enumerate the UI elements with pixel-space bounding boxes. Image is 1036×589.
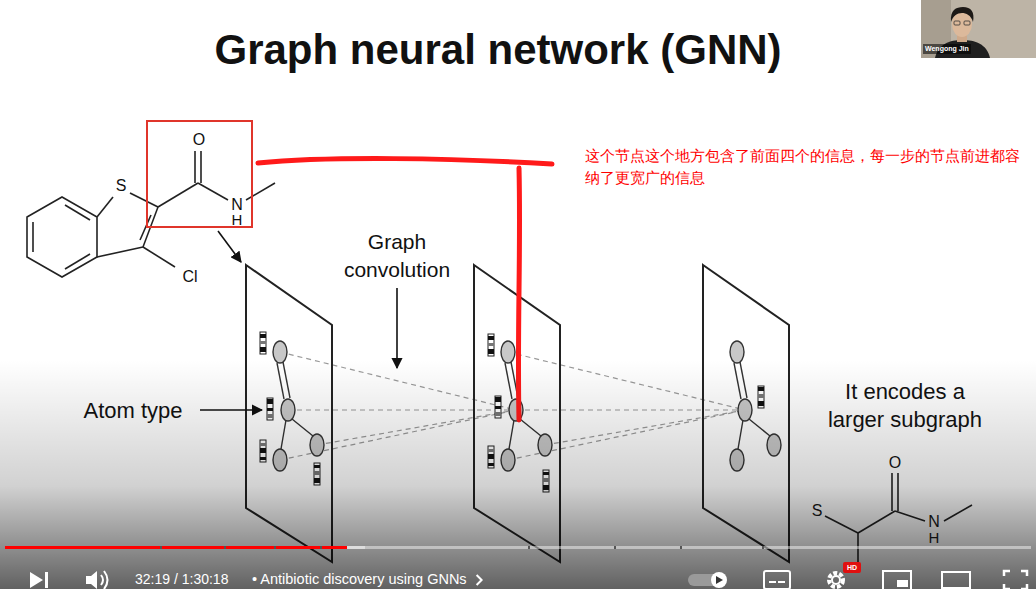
progress-played (5, 546, 347, 549)
bond (158, 183, 198, 207)
player-shade (0, 360, 1036, 589)
webcam-background (921, 0, 1036, 58)
double-bond (194, 151, 196, 183)
person-hair (951, 7, 974, 22)
atom-label: H (232, 212, 243, 229)
atom-label: O (889, 454, 901, 472)
progress-track (5, 546, 1031, 549)
settings-icon (829, 573, 843, 587)
volume-icon (104, 571, 108, 589)
feature-vector (488, 334, 494, 356)
subtitles-icon (778, 581, 785, 583)
bond (97, 197, 113, 217)
bond (130, 193, 158, 207)
subtitles-icon (769, 581, 776, 583)
progress-buffer (5, 546, 365, 549)
theater-icon (942, 572, 970, 588)
miniplayer-icon (883, 571, 911, 589)
progress-bar (5, 546, 1031, 549)
molecule-structure (27, 151, 275, 277)
next-icon (30, 572, 43, 588)
chevron-icon (477, 575, 482, 585)
graph-node (273, 341, 287, 363)
player-controls (30, 562, 1027, 589)
miniplayer-icon (897, 580, 908, 587)
webcam-view (921, 0, 1036, 58)
atom-label: Cl (182, 268, 197, 286)
annotation-label: It encodes a larger subgraph (815, 378, 995, 434)
annotation-label: Graph convolution (322, 228, 472, 284)
annotation-stroke (258, 159, 552, 164)
atom-label: N (928, 513, 940, 531)
atom-label: S (116, 177, 127, 195)
bond (143, 247, 175, 267)
annotation-label: Atom type (83, 399, 182, 423)
autoplay-toggle (716, 576, 723, 584)
graph-node (730, 341, 744, 363)
double-bond (65, 205, 90, 220)
hd-badge-text: HD (847, 564, 857, 572)
chapter-gaps (160, 546, 764, 549)
double-bond (32, 222, 34, 252)
fullscreen-icon (1004, 571, 1027, 589)
hd-badge (843, 562, 861, 573)
atom-label: O (193, 131, 205, 149)
double-bond (200, 151, 202, 183)
volume-icon (86, 571, 97, 589)
benzene-ring (27, 197, 97, 277)
volume-icon (101, 575, 103, 585)
speaker-name: Wengong Jin (923, 44, 971, 54)
subtitles-icon (764, 571, 790, 589)
bond (97, 247, 143, 257)
next-icon (45, 572, 48, 588)
pointer-arrow (218, 231, 241, 262)
handwritten-note: 这个节点这个地方包含了前面四个的信息，每一步的节点前进都容纳了更宽广的信息 (585, 145, 1027, 189)
graph-node (501, 341, 515, 363)
feature-vector (260, 332, 266, 354)
person-glasses (954, 21, 970, 25)
video-chapter-title: • Antibiotic discovery using GNNs (252, 572, 467, 588)
bond (198, 183, 228, 200)
bond (246, 183, 275, 200)
atom-label: S (812, 502, 823, 520)
settings-icon (832, 576, 840, 584)
pointer-arrow (396, 288, 398, 368)
autoplay-toggle (711, 572, 727, 588)
double-bond (65, 254, 90, 269)
slide-title: Graph neural network (GNN) (214, 26, 781, 74)
atom-label: H (929, 530, 940, 547)
video-time: 32:19 / 1:30:18 (135, 572, 228, 587)
